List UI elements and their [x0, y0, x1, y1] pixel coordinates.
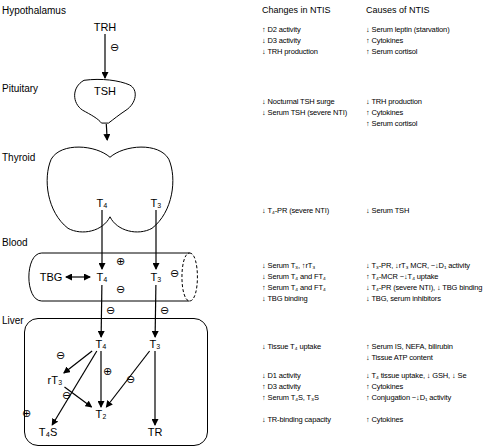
hormone-label: T₄S — [33, 425, 63, 439]
hormone-label: T₄ — [90, 269, 114, 285]
vessel-end — [182, 253, 197, 301]
flow-arrow — [106, 124, 108, 140]
hormone-label: TBG — [36, 269, 66, 285]
table-cell: ↑ T₄-MCR ~↓T₄ uptake — [366, 273, 438, 281]
node-text: TBG — [40, 272, 63, 283]
flow-arrow — [106, 351, 149, 407]
table-cell: ↓ Serum T₄ and FT₄ — [262, 273, 326, 281]
table-cell: ↓ TBG, serum inhibitors — [366, 295, 441, 303]
table-cell: ↑ Serum T₄ and FT₄ — [262, 284, 326, 292]
hormone-label: T₃ — [144, 196, 168, 210]
flow-arrow — [104, 34, 105, 78]
regulation-sign: ⊖ — [160, 305, 169, 316]
flow-arrow — [66, 276, 90, 277]
shape-outline — [40, 140, 180, 236]
table-cell: ↓ Serum TSH — [366, 207, 409, 215]
table-cell: ↓ TRH production — [366, 98, 422, 106]
flow-arrow — [154, 351, 155, 425]
level-name: Pituitary — [2, 84, 38, 94]
hormone-label: T₃ — [143, 337, 167, 351]
table-cell: ↑ D3 activity — [262, 383, 300, 391]
flow-arrow — [155, 210, 156, 269]
table-cell: ↓ D3 activity — [262, 37, 300, 45]
table-cell: ↓ Serum leptin (starvation) — [366, 26, 449, 34]
shape-outline — [70, 78, 140, 124]
table-cell: ↑ Cytokines — [366, 416, 403, 424]
node-text: T₄S — [39, 427, 58, 438]
table-cell: ↑ Cytokines — [366, 383, 403, 391]
outline-path — [47, 147, 173, 232]
table-cell: ↑ Serum T₄S, T₃S — [262, 394, 319, 402]
node-text: T₄ — [96, 198, 107, 209]
table-cell: ↓ Tissue ATP content — [366, 354, 433, 362]
level-name: Thyroid — [2, 153, 35, 163]
level-name: Liver — [2, 316, 24, 326]
flow-arrow — [100, 351, 101, 407]
table-cell: ↓ TRH production — [262, 48, 318, 56]
flow-arrow — [101, 210, 102, 269]
regulation-sign: ⊖ — [56, 350, 65, 361]
pituitary-shape: TSH — [70, 78, 140, 124]
table-cell: ↓ D1 activity — [262, 372, 300, 380]
regulation-sign: ⊖ — [170, 268, 179, 279]
node-text: TR — [148, 427, 163, 438]
node-text: T₄ — [96, 272, 107, 283]
regulation-sign: ⊕ — [103, 366, 112, 377]
flow-arrow — [155, 285, 157, 337]
level-name: Hypothalamus — [2, 6, 66, 16]
table-cell: ↓ T₄-PR (severe NTI), ↓ TBG binding — [366, 284, 482, 292]
regulation-sign: ⊕ — [116, 256, 125, 267]
node-text: rT₃ — [48, 375, 63, 386]
node-text: TRH — [94, 22, 117, 33]
column-header: Causes of NTIS — [366, 6, 430, 15]
regulation-sign: ⊕ — [22, 408, 31, 419]
table-cell: ↑ Serum cortisol — [366, 120, 417, 128]
hormone-label: TR — [143, 425, 167, 439]
hormone-label: T₄ — [90, 196, 114, 210]
table-cell: ↑ Cytokines — [366, 37, 403, 45]
table-cell: ↑ D2 activity — [262, 26, 300, 34]
table-cell: ↑ Conjugation ~↓D₁ activity — [366, 394, 451, 402]
table-cell: ↑ Serum IS, NEFA, bilirubin — [366, 343, 453, 351]
regulation-sign: ⊖ — [110, 42, 119, 53]
column-header: Changes in NTIS — [262, 6, 331, 15]
table-cell: ↓ Serum T₃, ↑rT₃ — [262, 262, 315, 270]
table-cell: ↓ Serum TSH (severe NTI) — [262, 109, 347, 117]
table-cell: ↓ T₄ tissue uptake, ↓ GSH, ↓ Se — [366, 372, 466, 380]
table-cell: ↓ TR-binding capacity — [262, 416, 331, 424]
flow-arrow — [100, 285, 102, 337]
regulation-sign: ⊖ — [62, 390, 71, 401]
outline-path — [29, 253, 190, 301]
node-text: T₃ — [150, 198, 161, 209]
table-cell: ↑ Cytokines — [366, 109, 403, 117]
node-text: T₃ — [149, 339, 160, 350]
regulation-sign: ⊖ — [116, 284, 125, 295]
table-cell: ↓ Tissue T₄ uptake — [262, 343, 321, 351]
table-cell: ↓ Nocturnal TSH surge — [262, 98, 335, 106]
table-cell: ↓ T₄-PR (severe NTI) — [262, 207, 329, 215]
outline-path — [75, 79, 136, 123]
node-text: T₃ — [150, 272, 161, 283]
regulation-sign: ⊖ — [126, 374, 135, 385]
table-cell: ↓ TBG binding — [262, 295, 307, 303]
table-cell: ↓ T₃-PR, ↓rT₃ MCR, ~↓D₁ activity — [366, 262, 470, 270]
table-cell: ↑ Serum cortisol — [366, 48, 417, 56]
node-text: T₄ — [95, 339, 106, 350]
hormone-label: T₂ — [89, 407, 113, 421]
hormone-label: rT₃ — [41, 373, 69, 387]
hormone-label: TRH — [90, 20, 120, 34]
regulation-sign: ⊖ — [106, 305, 115, 316]
level-name: Blood — [2, 238, 28, 248]
thyroid-shape: T₄ T₃ — [40, 140, 180, 236]
hormone-label: T₄ — [89, 337, 113, 351]
node-text: T₂ — [96, 409, 107, 420]
flow-arrow — [64, 351, 92, 373]
node-text: TSH — [94, 86, 116, 97]
flow-arrow — [52, 351, 97, 425]
liver-box: T₄ T₃ rT₃ T₂ T₄S TR — [24, 318, 208, 446]
hormone-label: T₃ — [144, 269, 168, 285]
